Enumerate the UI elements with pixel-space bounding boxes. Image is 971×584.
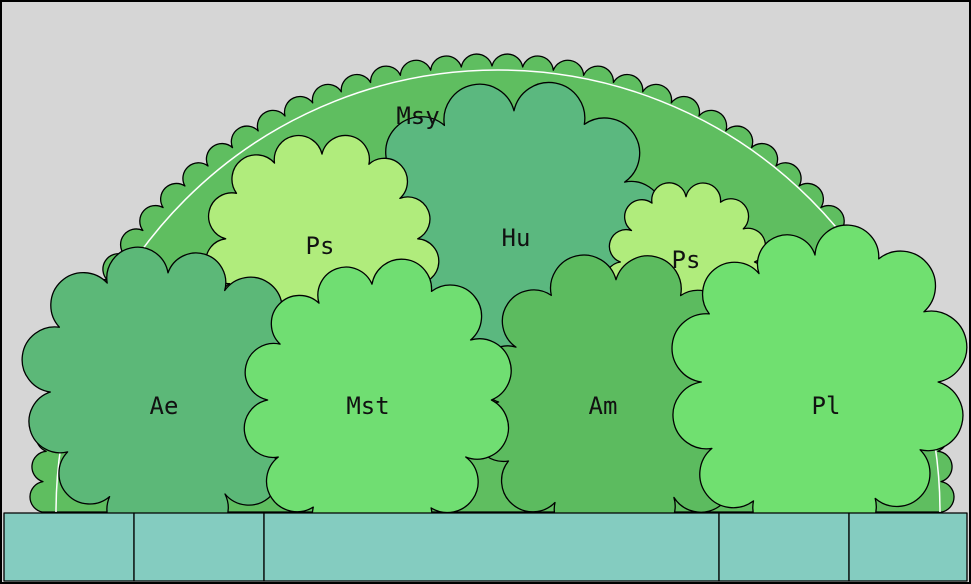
paving-slab [848,512,968,582]
pl-shrub [671,224,968,540]
label-ps-left: Ps [306,232,335,260]
label-hu: Hu [502,224,531,252]
paving-slab [133,512,265,582]
paving-strip [3,512,968,582]
label-msy: Msy [396,102,439,130]
label-pl: Pl [812,392,841,420]
paving-slab [3,512,135,582]
paving-slab [718,512,850,582]
label-am: Am [589,392,618,420]
label-ae: Ae [150,392,179,420]
paving-slab [263,512,720,582]
label-ps-right: Ps [672,246,701,274]
label-mst: Mst [346,392,389,420]
